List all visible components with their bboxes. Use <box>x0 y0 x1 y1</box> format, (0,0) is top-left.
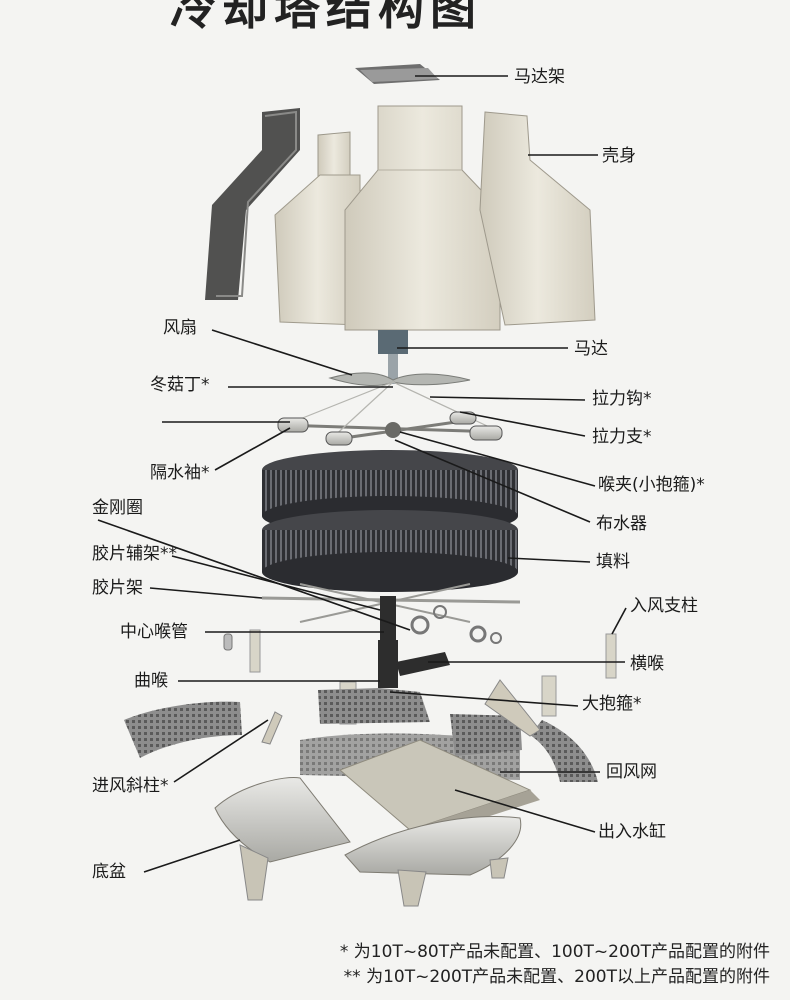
fill-media-part <box>262 450 518 592</box>
label-fill: 填料 <box>596 552 630 572</box>
footnote-single-star: * 为10T~80T产品未配置、100T~200T产品配置的附件 <box>339 942 770 962</box>
leader-diamond-ring <box>97 519 411 631</box>
page-title: 冷却塔结构图 <box>170 0 482 35</box>
label-mushroom-nail: 冬菇丁* <box>150 375 210 395</box>
label-motor: 马达 <box>574 339 608 359</box>
label-inout-tank: 出入水缸 <box>598 822 666 842</box>
label-water-sleeve: 隔水袖* <box>150 463 210 483</box>
label-fill-frame: 胶片架 <box>92 578 143 598</box>
leader-big-clamp <box>389 691 579 707</box>
label-fan: 风扇 <box>163 318 197 338</box>
leader-throat-clamp <box>399 431 596 487</box>
leader-inout-tank <box>454 789 596 833</box>
inlet-diagonal-column-part <box>261 679 541 745</box>
label-big-clamp: 大抱箍* <box>582 694 642 714</box>
leader-basin <box>143 839 241 873</box>
label-cross-pipe: 横喉 <box>630 654 664 674</box>
shell-part <box>205 105 596 331</box>
motor-fan-part <box>328 330 471 386</box>
leader-inlet-diag-column <box>173 719 269 783</box>
label-inlet-column: 入风支柱 <box>630 596 698 616</box>
label-center-pipe: 中心喉管 <box>120 622 188 642</box>
label-return-screen: 回风网 <box>606 762 657 782</box>
leader-water-sleeve <box>214 427 291 471</box>
sprinkler-part <box>277 381 503 446</box>
label-elbow: 曲喉 <box>134 671 168 691</box>
leader-tension-brace <box>459 411 586 437</box>
label-throat-clamp: 喉夹(小抱箍)* <box>598 475 705 495</box>
basin-part <box>214 776 522 907</box>
label-shell: 壳身 <box>602 146 636 166</box>
label-diamond-ring: 金刚圈 <box>92 498 143 518</box>
leader-inlet-column <box>611 607 627 635</box>
label-fill-aux-frame: 胶片辅架** <box>92 544 177 564</box>
leader-fill-frame <box>149 587 263 599</box>
label-tension-brace: 拉力支* <box>592 427 652 447</box>
label-tension-hook: 拉力钩* <box>592 389 652 409</box>
motor-frame-part <box>355 64 440 84</box>
label-sprinkler: 布水器 <box>596 514 647 534</box>
leader-fill-aux-frame <box>171 555 381 611</box>
label-motor-frame: 马达架 <box>514 67 565 87</box>
leader-fill <box>507 557 591 563</box>
footnote-double-star: ** 为10T~200T产品未配置、200T以上产品配置的附件 <box>343 967 770 987</box>
label-inlet-diag-column: 进风斜柱* <box>92 776 169 796</box>
leader-tension-hook <box>429 396 586 401</box>
leader-lines <box>97 75 627 873</box>
leader-fan <box>211 329 353 376</box>
leader-sprinkler <box>394 439 591 523</box>
label-basin: 底盆 <box>92 862 126 882</box>
